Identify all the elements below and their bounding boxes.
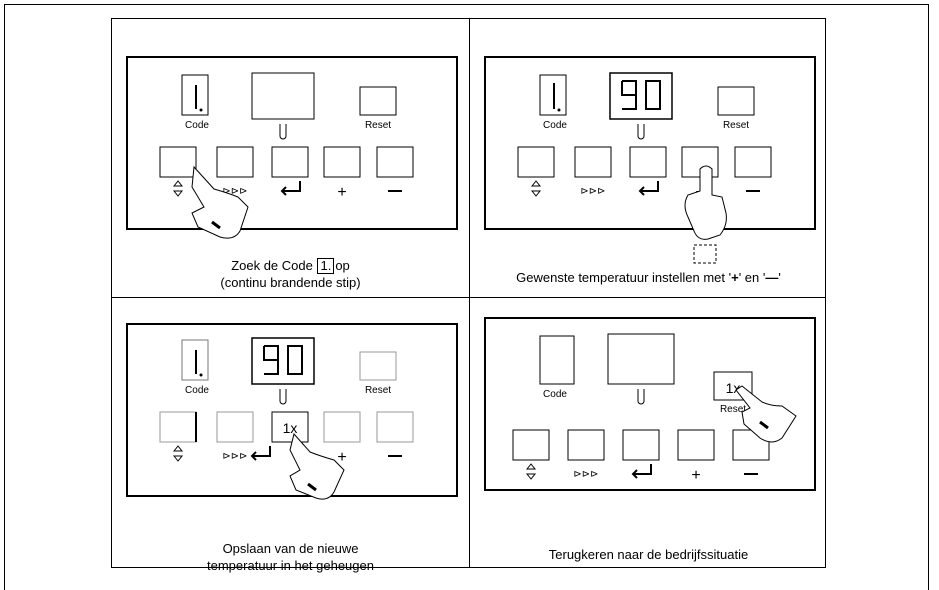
code-select-button <box>159 411 197 443</box>
plus-button <box>677 429 715 461</box>
code-digit-dot <box>557 108 561 112</box>
pointing-hand-icon <box>289 432 345 500</box>
code-label: Code <box>543 120 567 131</box>
thermometer-icon <box>279 124 287 140</box>
temperature-display <box>251 72 315 120</box>
up-down-arrows-icon <box>525 463 537 480</box>
code-label: Code <box>185 120 209 131</box>
panel-1-illustration: Code Reset ⊳⊳⊳ + <box>126 56 458 239</box>
code-label: Code <box>543 389 567 400</box>
digit-zero <box>287 345 303 375</box>
panel-step-2: Code Reset ⊳⊳⊳ + Gewenste temperatuur in <box>470 19 827 297</box>
panel-step-1: Code Reset ⊳⊳⊳ + Zoek de Code <box>112 19 469 297</box>
control-panel-outline <box>484 56 816 230</box>
panel-4-illustration: Code 1x Reset ⊳⊳⊳ + <box>484 317 816 491</box>
enter-button <box>271 411 309 443</box>
caption-step-2: Gewenste temperatuur instellen met '+' e… <box>516 270 781 285</box>
code-select-button <box>517 146 555 178</box>
cuff-mark <box>759 420 769 430</box>
caption-step-1: Zoek de Code 1.op (continu brandende sti… <box>220 258 361 290</box>
press-once-label: 1x <box>726 380 741 396</box>
panel-step-3: Code Reset 1x ⊳⊳⊳ + Opslaan van de nieuw… <box>112 298 469 576</box>
control-panel-outline <box>484 317 816 491</box>
control-panel-outline <box>126 323 458 497</box>
reset-label: Reset <box>365 385 391 396</box>
plus-label: + <box>691 467 700 484</box>
reset-label: Reset <box>720 404 746 415</box>
next-arrows-icon: ⊳⊳⊳ <box>573 469 598 480</box>
hand-cuff <box>693 244 717 264</box>
code-select-button <box>159 146 197 178</box>
pointing-hand-icon <box>735 385 797 443</box>
press-once-label: 1x <box>283 420 298 436</box>
thermometer-icon <box>637 389 645 405</box>
code-display <box>539 335 575 385</box>
code-display <box>181 339 209 381</box>
plus-label: + <box>337 449 346 466</box>
enter-arrow-icon <box>250 446 271 461</box>
digit-nine <box>263 345 279 375</box>
pointing-hand-icon <box>191 165 249 239</box>
up-down-arrows-icon <box>172 180 184 197</box>
next-arrows-icon: ⊳⊳⊳ <box>222 451 247 462</box>
enter-button <box>629 146 667 178</box>
thermometer-icon <box>279 389 287 405</box>
reset-button <box>717 86 755 116</box>
panel-3-illustration: Code Reset 1x ⊳⊳⊳ + <box>126 323 458 500</box>
code-digit-dot <box>199 108 203 112</box>
divider-vertical <box>469 19 470 567</box>
plus-button <box>323 146 361 178</box>
minus-button <box>376 146 414 178</box>
instruction-grid: Code Reset ⊳⊳⊳ + Zoek de Code <box>111 18 827 573</box>
up-down-arrows-icon <box>172 445 184 462</box>
control-panel-outline <box>126 56 458 230</box>
enter-button <box>271 146 309 178</box>
code-select-button <box>512 429 550 461</box>
reset-label: Reset <box>365 120 391 131</box>
enter-arrow-icon <box>280 181 301 196</box>
code-display <box>181 74 209 116</box>
divider-horizontal <box>112 297 825 298</box>
plus-button <box>323 411 361 443</box>
minus-button <box>376 411 414 443</box>
next-button <box>216 146 254 178</box>
reset-button <box>713 371 753 401</box>
thermometer-icon <box>637 124 645 140</box>
temperature-display <box>609 72 673 120</box>
temperature-display <box>251 337 315 385</box>
minus-button <box>734 146 772 178</box>
next-button <box>216 411 254 443</box>
panel-step-4: Code 1x Reset ⊳⊳⊳ + Terugkeren naar de b… <box>470 298 827 576</box>
reset-label: Reset <box>723 120 749 131</box>
up-down-arrows-icon <box>530 180 542 197</box>
enter-button <box>622 429 660 461</box>
code-display <box>539 74 567 116</box>
digit-nine <box>621 80 637 110</box>
cuff-mark <box>307 482 317 492</box>
reset-button[interactable] <box>359 86 397 116</box>
code-label: Code <box>185 385 209 396</box>
code-1-boxed: 1. <box>317 258 335 274</box>
next-button <box>567 429 605 461</box>
code-digit-dot <box>199 373 203 377</box>
next-arrows-icon: ⊳⊳⊳ <box>222 186 247 197</box>
caption-step-3: Opslaan van de nieuwe temperatuur in het… <box>207 541 374 573</box>
enter-arrow-icon <box>638 181 659 196</box>
page-frame <box>4 4 929 590</box>
next-button <box>574 146 612 178</box>
cuff-mark <box>211 220 221 230</box>
panel-2-illustration: Code Reset ⊳⊳⊳ + <box>484 56 816 264</box>
plus-label: + <box>337 184 346 201</box>
pointing-hand-icon <box>684 165 727 240</box>
next-arrows-icon: ⊳⊳⊳ <box>580 186 605 197</box>
caption-step-4: Terugkeren naar de bedrijfssituatie <box>548 547 749 562</box>
temperature-display <box>607 333 675 385</box>
reset-button <box>359 351 397 381</box>
digit-zero <box>645 80 661 110</box>
enter-arrow-icon <box>631 464 652 479</box>
